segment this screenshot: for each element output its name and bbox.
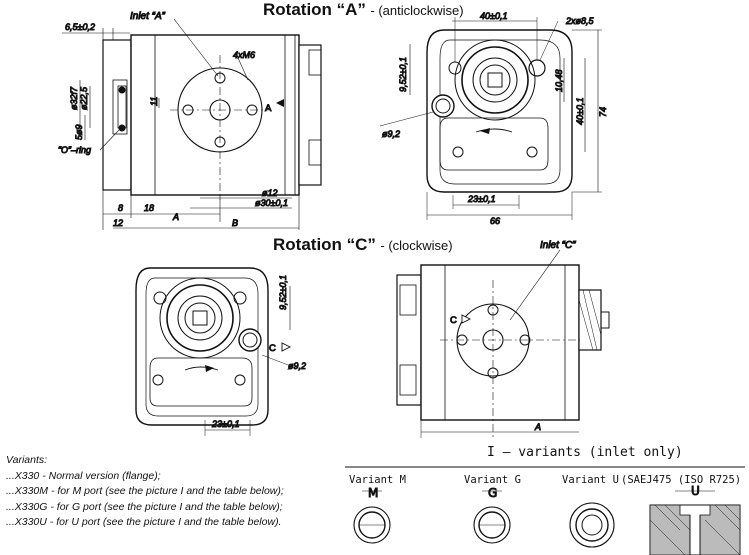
variant-g-drawing [473,490,511,544]
arrow-right-c [281,342,292,352]
dim-74: 74 [598,107,608,117]
dim-b: B [232,218,238,228]
dim-40-side: 40±0,1 [575,98,585,125]
o-ring-label: “O”–ring [58,145,91,155]
front-flange-ring-a [454,39,536,121]
direction-letter-a: A [265,103,272,114]
variant-g-letter: G [488,486,497,500]
inlet-variants-title: I – variants (inlet only) [487,445,683,460]
dim-9-52-a: 9,52±0,1 [398,57,408,92]
pump-body-c [420,264,580,421]
side-view-a [62,18,322,230]
pump-body-a [130,34,300,196]
heading-rotation-c-note: - (clockwise) [380,238,453,253]
variants-title: Variants: [6,454,48,466]
dim-23-c: 23±0,1 [211,419,239,429]
dim-8: 8 [118,203,123,213]
dim-9-52-c: 9,52±0,1 [278,275,288,310]
body-inner-outline [154,34,296,196]
sae-label: (SAEJ475 (ISO R725) [621,474,742,486]
variant-u-label: Variant U [562,474,619,486]
variant-u-drawing [569,502,615,548]
variant-g-label: Variant G [464,474,521,486]
dim-12: 12 [113,218,123,228]
variant-m-label: Variant M [349,474,406,486]
arrow-left-a [276,99,284,107]
heading-rotation-a: Rotation “A” - (anticlockwise) [263,0,464,20]
front-view-c [135,267,297,436]
variant-m-letter: M [368,486,378,500]
dim-10-48: 10,48 [554,69,564,92]
thread-label: 4xM6 [233,50,255,60]
inlet-c-label: Inlet “C” [540,240,576,251]
variant-u-letter: U [691,484,700,498]
rotation-arrow-c [205,365,214,372]
inlet-port-a [431,94,455,118]
dim-40-top: 40±0,1 [480,11,507,21]
sae-section-drawing [649,490,741,555]
dim-6-5: 6,5±0,2 [65,22,95,32]
inlet-a-label: Inlet “A” [130,11,166,22]
dim-d9-2-c: ø9,2 [288,361,306,371]
front-view-a [379,17,602,220]
direction-letter-c-side: C [450,315,457,326]
variant-m-drawing [353,490,391,544]
variant-item-x330: ...X330 - Normal version (flange); [6,469,161,482]
dim-2xd8-5: 2xø8,5 [565,16,595,26]
dim-11: 11 [149,97,159,106]
arrow-right-c-side [461,314,472,324]
dim-d12: ø12 [262,188,278,198]
dim-d32: ø32f7 [69,86,79,110]
heading-rotation-c: Rotation “C” - (clockwise) [273,235,453,255]
direction-letter-c-front: C [269,343,276,354]
heading-rotation-c-title: Rotation “C” [273,235,376,254]
dim-d22-5: ø22,5 [79,86,89,110]
dim-d30: ø30±0,1 [255,198,288,208]
heading-rotation-a-note: - (anticlockwise) [370,3,464,18]
dim-18: 18 [144,203,154,213]
dim-66: 66 [490,216,500,226]
flange-pilot [112,79,128,135]
variant-item-x330m: ...X330M - for M port (see the picture I… [6,485,284,497]
dim-d9-2-a: ø9,2 [382,129,400,139]
inlet-port-c [238,328,262,352]
rotation-arrow-a [480,128,490,134]
side-view-c [396,249,610,440]
dim-5d9: 5ø9 [74,124,84,140]
heading-rotation-a-title: Rotation “A” [263,0,366,19]
variant-item-x330g: ...X330G - for G port (see the picture I… [6,500,283,513]
dim-23-a: 23±0,1 [467,194,495,204]
variants-legend: Variants: ...X330 - Normal version (flan… [6,453,284,531]
dim-a-side-c: A [534,422,541,432]
rear-cover [298,44,322,186]
variant-item-x330u: ...X330U - for U port (see the picture I… [6,516,282,528]
dim-a-side: A [172,212,179,222]
